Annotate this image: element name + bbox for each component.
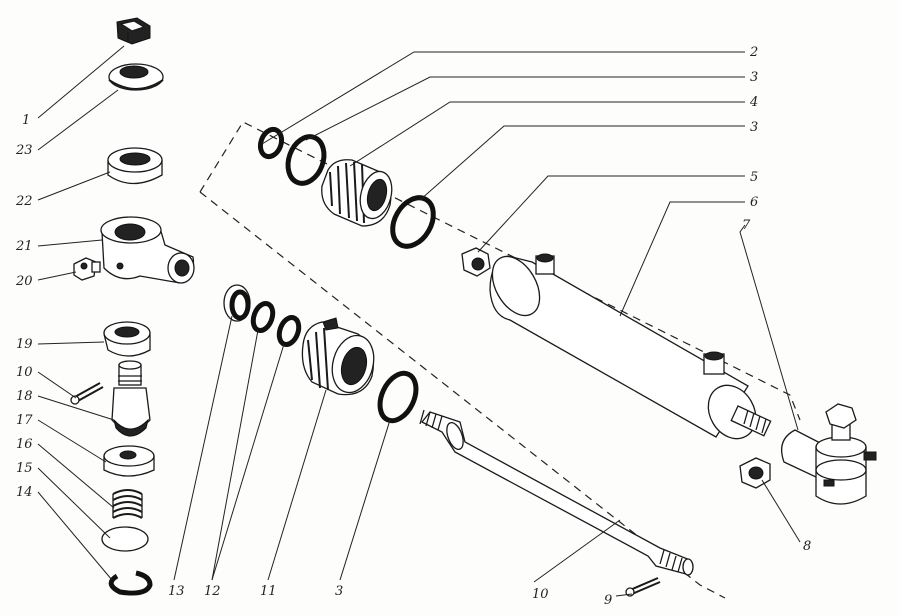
part-washer-23 [108,63,164,91]
part-ring-12-b [276,314,302,348]
part-ring-17 [103,445,155,477]
callout-13: 13 [168,584,185,599]
callout-22: 22 [15,194,33,209]
callout-11: 11 [260,584,277,599]
callout-10-left: 10 [16,365,33,380]
part-spring-16 [112,489,143,519]
callout-18: 18 [16,389,33,404]
part-end-fitting-7 [781,403,877,505]
callout-16: 16 [16,437,33,452]
part-cylinder-6 [489,253,772,440]
callout-4: 4 [749,95,758,110]
part-piston-rod-10 [419,409,694,576]
part-boot-4 [321,159,393,227]
callout-1: 1 [22,113,30,128]
part-castle-nut-1 [116,17,151,45]
callout-9: 9 [604,593,612,608]
callout-5: 5 [750,170,758,185]
part-snap-ring-14 [108,570,153,596]
callout-14: 14 [16,485,33,500]
callout-8: 8 [803,539,811,554]
callout-10-rod: 10 [532,587,549,602]
callout-19: 19 [16,337,33,352]
part-o-ring-2 [257,126,285,160]
part-bushing-22 [107,147,163,185]
part-nut-5 [461,247,491,277]
callout-21: 21 [15,239,33,254]
part-ring-12-a [250,300,276,334]
callout-3-lower: 3 [335,584,343,599]
leader-lines [37,45,801,597]
callout-23: 23 [15,143,33,158]
part-nut-8 [739,457,771,489]
callout-3-right: 3 [750,120,758,135]
part-cap-19 [103,321,151,357]
assembly-dashed-outline [199,121,801,599]
callout-2: 2 [749,45,758,60]
callout-15: 15 [16,461,33,476]
callout-labels: 1 23 22 21 20 19 10 18 17 16 15 14 2 3 4… [15,45,811,608]
part-ball-stud-18 [111,360,151,437]
part-cotter-pin-10-left [70,382,104,405]
part-ring-3-right [390,195,436,249]
part-disc-15 [101,526,149,552]
callout-12: 12 [204,584,221,599]
part-gland-11 [301,317,375,396]
callout-17: 17 [16,413,33,428]
part-ring-3-lower [377,370,419,424]
callout-20: 20 [15,274,33,289]
part-grease-fitting-20 [73,257,101,281]
part-ring-3-upper [285,134,327,186]
part-cotter-pin-9 [625,577,661,597]
callout-7: 7 [742,218,751,233]
part-ring-13 [223,284,251,322]
callout-6: 6 [750,195,758,210]
part-housing-21 [100,216,195,284]
callout-3-upper: 3 [750,70,758,85]
